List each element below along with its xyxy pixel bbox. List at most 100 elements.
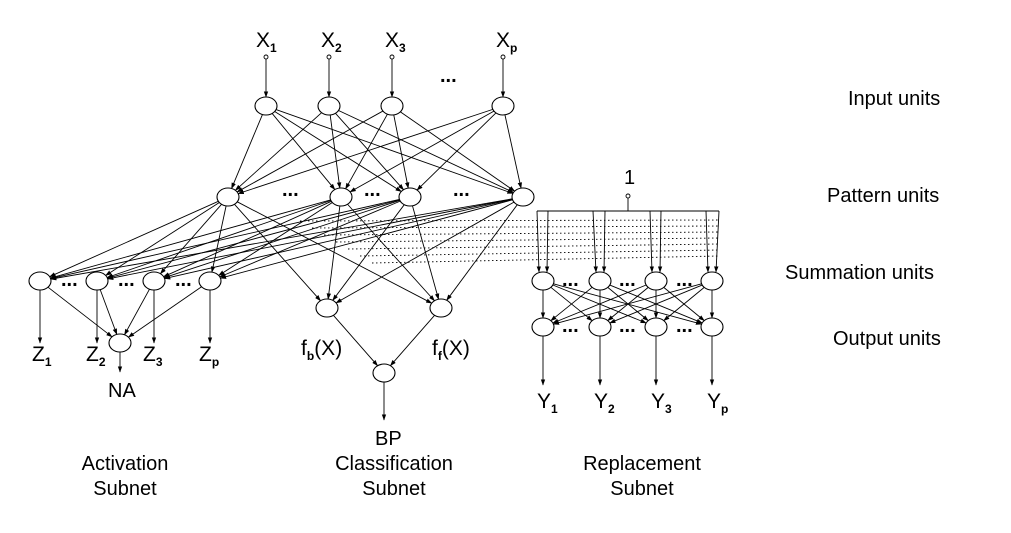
pattern-node	[398, 187, 422, 207]
input-pattern-edge	[504, 114, 522, 189]
pattern-classification-edge	[326, 205, 341, 300]
activation-na-edge	[47, 286, 113, 338]
summation-output-edge	[552, 284, 647, 324]
dotted-connections	[299, 219, 720, 264]
pattern-summation-dotted	[323, 231, 720, 236]
pattern-classification-edge	[234, 203, 321, 302]
input-node	[380, 96, 404, 116]
activation-subnet-title-2: Subnet	[93, 478, 157, 500]
classification-node	[315, 298, 339, 318]
input-pattern-edge	[338, 110, 515, 193]
input-pattern-edge	[400, 111, 516, 192]
classification-subnet-title-1: Classification	[335, 453, 453, 475]
bias-label: 1	[624, 167, 635, 189]
pattern-summation-dotted	[299, 219, 720, 222]
input-label-x3: X3	[385, 29, 406, 55]
classification-bp-edge	[389, 315, 435, 367]
activation-node	[142, 271, 166, 291]
input-terminal	[326, 54, 332, 60]
classification-bp-edge	[333, 315, 379, 367]
pattern-activation-edge	[219, 199, 513, 279]
activation-ellipsis-2: ...	[118, 269, 135, 291]
pattern-node	[329, 187, 353, 207]
input-pattern-edge	[416, 112, 497, 191]
output-node	[531, 317, 555, 337]
output-ellipsis-3: ...	[676, 315, 693, 337]
activation-node	[198, 271, 222, 291]
input-pattern-edge	[393, 114, 410, 189]
pattern-activation-edge	[106, 199, 400, 279]
na-node	[108, 333, 132, 353]
summation-ellipsis-2: ...	[619, 269, 636, 291]
pattern-activation-edge	[50, 198, 513, 281]
pattern-activation-edge	[49, 198, 400, 280]
pattern-summation-dotted	[371, 255, 720, 264]
input-terminal	[263, 54, 269, 60]
input-pattern-edge	[234, 112, 322, 191]
input-terminal	[500, 54, 506, 60]
input-pattern-edge	[349, 110, 495, 193]
bp-node	[372, 363, 396, 383]
classification-subnet-title-2: Subnet	[362, 478, 426, 500]
output-node	[700, 317, 724, 337]
output-label-y1: Y1	[537, 390, 558, 416]
pattern-summation-dotted	[335, 237, 720, 243]
input-pattern-edge	[275, 109, 514, 194]
layer-label-summation: Summation units	[785, 262, 934, 284]
output-label-yp: Yp	[707, 390, 728, 416]
output-node	[588, 317, 612, 337]
activation-subnet-title-1: Activation	[82, 453, 169, 475]
bp-label: BP	[375, 428, 402, 450]
output-label-z2: Z2	[86, 343, 106, 369]
network-nodes	[28, 54, 724, 383]
bias-drop	[657, 210, 663, 273]
pattern-ellipsis-2: ...	[364, 179, 381, 201]
summation-node	[700, 271, 724, 291]
summation-node	[644, 271, 668, 291]
layer-label-input: Input units	[848, 88, 940, 110]
input-ellipsis: ...	[440, 65, 457, 87]
pattern-activation-edge	[107, 198, 513, 280]
bias-drop	[714, 210, 720, 273]
replacement-subnet-title-1: Replacement	[583, 453, 701, 475]
input-label-xp: Xp	[496, 29, 517, 55]
pattern-activation-edge	[163, 198, 513, 280]
replacement-subnet-title-2: Subnet	[610, 478, 674, 500]
bias-drop	[705, 210, 711, 273]
pattern-node	[216, 187, 240, 207]
summation-node	[531, 271, 555, 291]
layer-label-pattern: Pattern units	[827, 185, 939, 207]
bias-terminal	[625, 193, 631, 199]
pattern-activation-edge	[218, 202, 333, 276]
pattern-summation-dotted	[359, 249, 720, 257]
classification-node	[429, 298, 453, 318]
output-label-z3: Z3	[143, 343, 163, 369]
activation-na-edge	[127, 286, 202, 338]
activation-node	[85, 271, 109, 291]
activation-na-edge	[99, 289, 118, 335]
pattern-classification-edge	[347, 203, 435, 302]
pattern-activation-edge	[163, 200, 332, 278]
layer-label-output: Output units	[833, 328, 941, 350]
output-label-zp: Zp	[199, 343, 219, 369]
pattern-activation-edge	[105, 202, 220, 276]
input-pattern-edge	[274, 111, 402, 192]
pattern-classification-edge	[446, 204, 518, 301]
na-label: NA	[108, 380, 136, 402]
summation-node	[588, 271, 612, 291]
input-pattern-edge	[335, 112, 404, 191]
connection-edges	[37, 59, 720, 421]
input-node	[491, 96, 515, 116]
pattern-ellipsis-1: ...	[282, 179, 299, 201]
input-node	[254, 96, 278, 116]
input-pattern-edge	[237, 108, 493, 195]
activation-node	[28, 271, 52, 291]
activation-ellipsis-3: ...	[175, 269, 192, 291]
input-pattern-edge	[271, 113, 336, 191]
output-node	[644, 317, 668, 337]
pattern-activation-edge	[49, 199, 331, 279]
pattern-classification-edge	[237, 201, 433, 304]
bias-drop	[544, 210, 550, 273]
